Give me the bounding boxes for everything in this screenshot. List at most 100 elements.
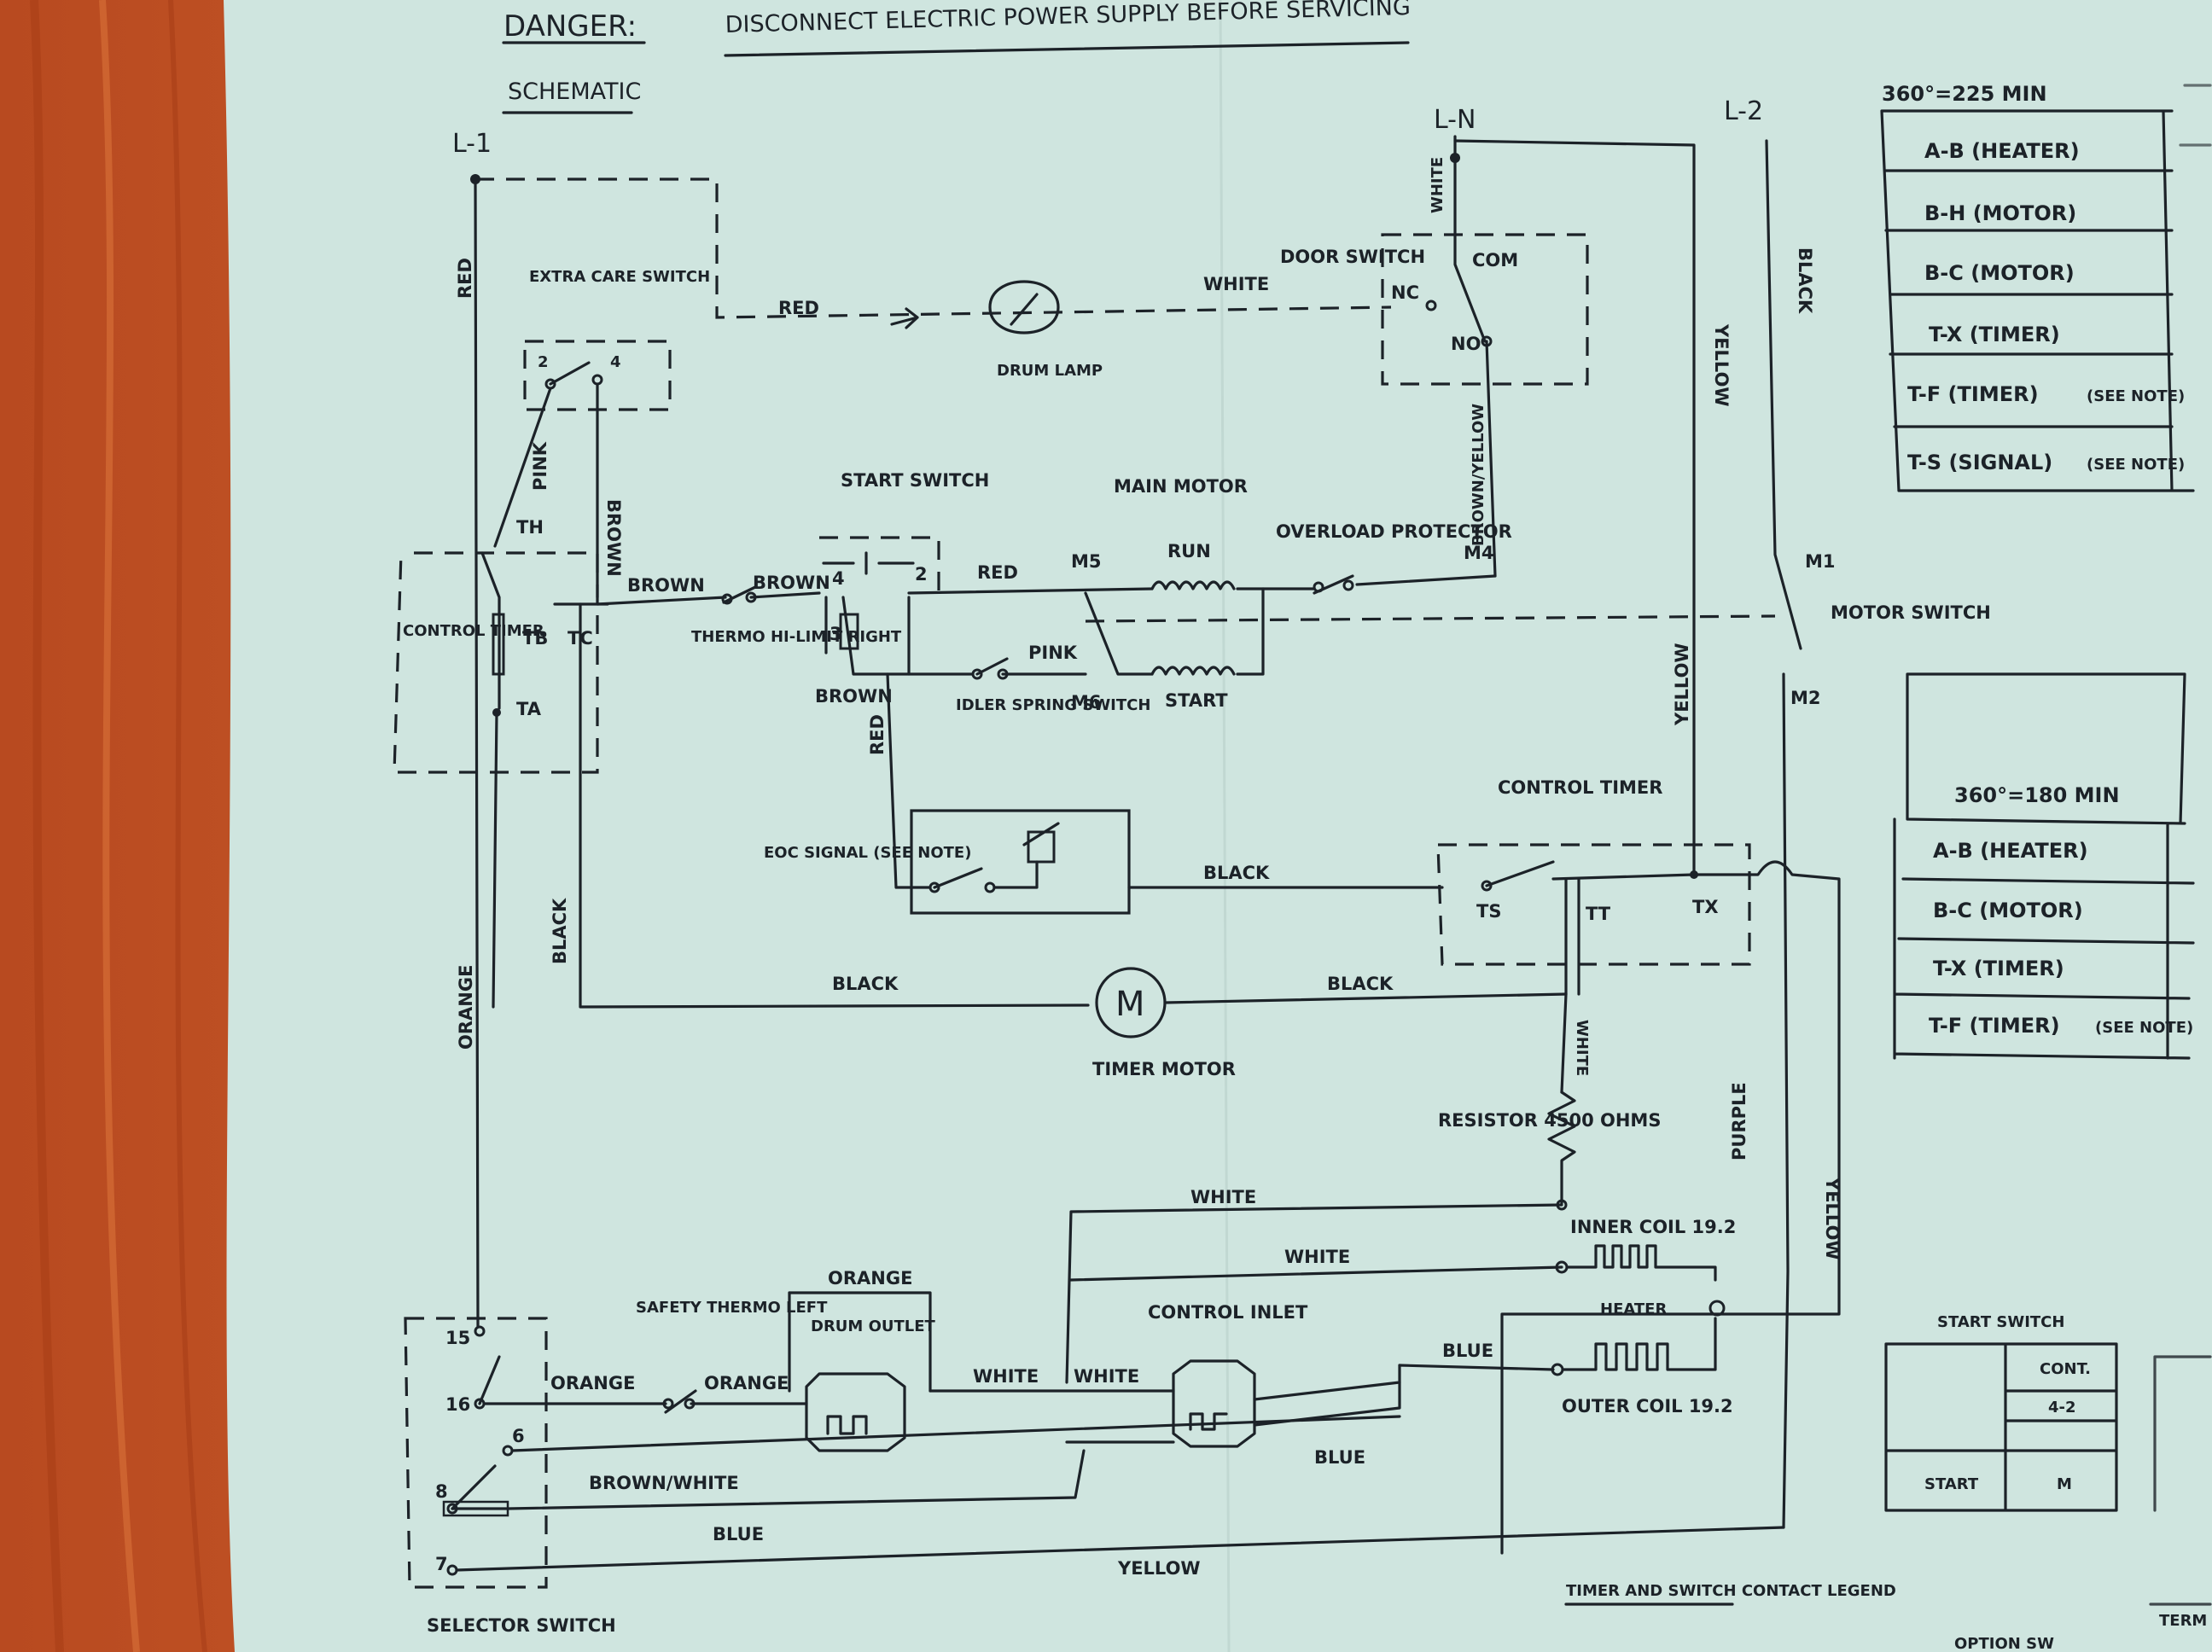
terminal-no: NO: [1451, 334, 1481, 354]
resistor-label: RESISTOR 4500 OHMS: [1438, 1110, 1661, 1131]
safety-thermo-left: [662, 1389, 697, 1414]
timer-motor: M: [1095, 967, 1167, 1038]
legend-180-header: 360°=180 MIN: [1954, 783, 2120, 807]
selector-switch-label: SELECTOR SWITCH: [427, 1615, 616, 1636]
terminal-m4: M4: [1464, 543, 1494, 563]
terminal-6: 6: [512, 1426, 525, 1446]
terminal-15: 15: [445, 1328, 470, 1348]
drum-outlet: [788, 1291, 932, 1452]
overload-protector: [1313, 574, 1354, 595]
terminal-m5: M5: [1071, 551, 1102, 572]
term-label: TERM: [2159, 1612, 2207, 1630]
start-winding: [1150, 666, 1236, 676]
terminal-ts: TS: [1476, 901, 1501, 922]
wire-purple: PURPLE: [1729, 1082, 1749, 1160]
safety-thermo-label: SAFETY THERMO LEFT: [636, 1299, 828, 1317]
option-sw-label: OPTION SW: [1954, 1635, 2054, 1652]
legend-225-row-1: A-B (HEATER): [1924, 139, 2080, 163]
contact-legend-label: TIMER AND SWITCH CONTACT LEGEND: [1566, 1582, 1896, 1600]
terminal-ss-4: 4: [832, 568, 845, 589]
start-label: START: [1165, 690, 1228, 711]
control-timer-right: [1436, 843, 1751, 996]
wire-orange-sel: ORANGE: [550, 1373, 635, 1393]
run-label: RUN: [1167, 541, 1211, 561]
legend-225-row-4: T-X (TIMER): [1929, 323, 2060, 346]
terminal-m1: M1: [1805, 551, 1836, 572]
eoc-signal-label: EOC SIGNAL (SEE NOTE): [764, 844, 971, 862]
wire-brown-1: BROWN: [627, 575, 705, 596]
main-motor-label: MAIN MOTOR: [1114, 476, 1248, 497]
wire-black-l2: BLACK: [1795, 247, 1815, 314]
legend-225-row-2: B-H (MOTOR): [1924, 201, 2076, 225]
drum-lamp-label: DRUM LAMP: [997, 362, 1103, 380]
wire-pink-idler: PINK: [1028, 643, 1078, 663]
legend-180-note: (SEE NOTE): [2095, 1019, 2193, 1037]
legend-180-row-1: A-B (HEATER): [1933, 839, 2088, 863]
wire-black-timer: BLACK: [550, 898, 570, 964]
wire-red-mm: RED: [977, 562, 1018, 583]
overload-protector-label: OVERLOAD PROTECTOR: [1276, 521, 1512, 542]
start-switch-label: START SWITCH: [841, 470, 989, 491]
schematic-label: SCHEMATIC: [508, 79, 641, 105]
inner-coil: [1555, 1244, 1726, 1317]
control-inlet: [1172, 1359, 1256, 1448]
idler-spring-switch: [971, 657, 1009, 680]
run-winding: [1150, 580, 1236, 590]
wire-blue-inlet: BLUE: [1314, 1447, 1365, 1468]
terminal-ss-2: 2: [915, 564, 928, 585]
wire-orange-outlet: ORANGE: [828, 1268, 912, 1288]
wire-white-resistor: WHITE: [1573, 1020, 1591, 1076]
terminal-7: 7: [435, 1554, 448, 1574]
start-switch-table-r2-value: M: [2057, 1475, 2072, 1493]
legend-180-row-3: T-X (TIMER): [1933, 957, 2064, 980]
wire-brown-white: BROWN/WHITE: [589, 1473, 739, 1493]
wire-orange-l1: ORANGE: [456, 965, 476, 1050]
wire-black-eoc: BLACK: [1203, 863, 1270, 883]
terminal-com: COM: [1472, 250, 1518, 270]
idler-spring-label: IDLER SPRING SWITCH: [956, 696, 1150, 714]
timer-motor-label: TIMER MOTOR: [1092, 1059, 1236, 1079]
wire-yellow-sel: YELLOW: [1117, 1558, 1201, 1579]
start-switch-table-r2-label: START: [1924, 1475, 1979, 1493]
wire-white-heater-1: WHITE: [1190, 1187, 1256, 1207]
legend-180-row-2: B-C (MOTOR): [1933, 899, 2083, 922]
terminal-th: TH: [516, 517, 544, 538]
wire-pink-ec: PINK: [530, 441, 550, 491]
wire-brown-2: BROWN: [753, 573, 830, 593]
l2-label: L-2: [1724, 96, 1763, 126]
wire-blue-heater: BLUE: [1442, 1341, 1493, 1361]
legend-180-table: [1893, 672, 2195, 1060]
wire-black-timer-3: BLACK: [1327, 974, 1394, 994]
wire-blue-sel: BLUE: [713, 1524, 764, 1544]
terminal-ta: TA: [516, 699, 542, 719]
wire-brown-3: BROWN: [815, 686, 893, 707]
terminal-tt: TT: [1586, 904, 1611, 924]
terminal-8: 8: [435, 1481, 448, 1502]
door-switch-label: DOOR SWITCH: [1280, 247, 1425, 267]
danger-label: DANGER:: [504, 9, 637, 44]
legend-225-note-1: (SEE NOTE): [2087, 387, 2185, 405]
terminal-tx: TX: [1692, 897, 1719, 917]
extra-care-switch: [493, 340, 672, 599]
door-switch: [1381, 153, 1589, 386]
wire-brown-yellow: BROWN/YELLOW: [1470, 404, 1487, 546]
terminal-nc: NC: [1391, 282, 1419, 303]
wire-black-timer-2: BLACK: [832, 974, 899, 994]
extra-care-label: EXTRA CARE SWITCH: [529, 268, 710, 286]
wire-yellow-right: YELLOW: [1822, 1177, 1842, 1260]
terminal-tb: TB: [522, 628, 548, 649]
terminal-16: 16: [445, 1394, 470, 1415]
motor-switch-label: MOTOR SWITCH: [1831, 602, 1991, 623]
l1-label: L-1: [452, 129, 492, 159]
legend-225-row-5: T-F (TIMER): [1907, 382, 2039, 406]
start-switch-table: [1884, 1342, 2212, 1512]
wire-brown-ec: BROWN: [603, 499, 624, 577]
selector-switch: [404, 1317, 548, 1589]
wire-yellow-mid: YELLOW: [1672, 643, 1692, 726]
legend-225-header: 360°=225 MIN: [1882, 82, 2047, 106]
drum-outlet-label: DRUM OUTLET: [811, 1318, 936, 1335]
wire-red-eoc: RED: [867, 714, 888, 755]
wire-red-lamp: RED: [778, 298, 819, 318]
eoc-relay: [910, 809, 1131, 915]
